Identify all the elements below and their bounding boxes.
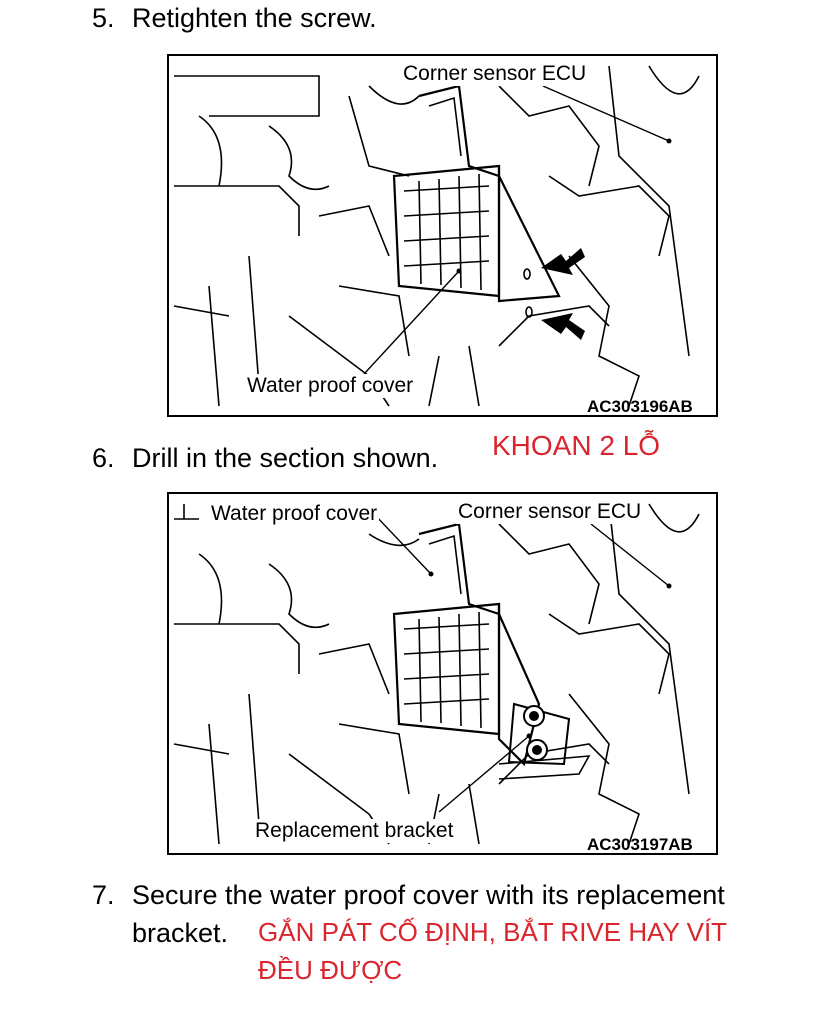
- figure-2-drawing: [173, 503, 700, 845]
- step-7-note-line1: GẮN PÁT CỐ ĐỊNH, BẮT RIVE HAY VÍT: [258, 917, 728, 947]
- step-5-text: Retighten the screw.: [132, 3, 377, 33]
- step-7-text-line2: bracket.: [132, 918, 229, 948]
- figure-2-illustration: Water proof cover Corner sensor ECU Repl…: [167, 492, 718, 855]
- figure-1-label-ecu: Corner sensor ECU: [401, 62, 589, 86]
- figure-1-code: AC303196AB: [587, 397, 693, 416]
- step-7-text-line1: Secure the water proof cover with its re…: [132, 880, 725, 910]
- figure-1-arrows: [541, 248, 585, 340]
- figure-2-label-ecu: Corner sensor ECU: [456, 500, 644, 524]
- step-6-note: KHOAN 2 LỖ: [492, 430, 661, 461]
- figure-2-label-bracket: Replacement bracket: [253, 819, 456, 843]
- figure-2-bolts: [523, 705, 548, 761]
- figure-2-label-cover: Water proof cover: [209, 502, 380, 526]
- figure-2-code: AC303197AB: [587, 835, 693, 854]
- step-6-text: Drill in the section shown.: [132, 443, 439, 473]
- step-5-number: 5.: [92, 3, 115, 33]
- figure-1-drawing: [173, 65, 700, 407]
- figure-1-illustration: Corner sensor ECU Water proof cover AC30…: [167, 54, 718, 417]
- step-6-number: 6.: [92, 443, 115, 473]
- figure-1-label-cover: Water proof cover: [245, 374, 416, 398]
- step-7-note-line2: ĐỀU ĐƯỢC: [258, 955, 403, 985]
- step-7-number: 7.: [92, 880, 115, 910]
